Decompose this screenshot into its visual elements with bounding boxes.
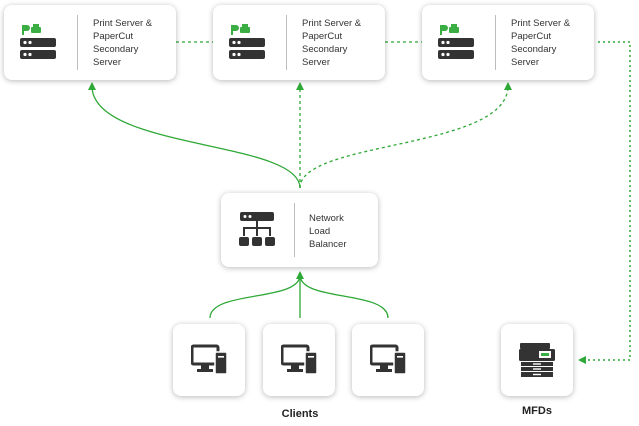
- print-server-icon: [20, 24, 56, 59]
- desktop-computer-icon: [281, 344, 318, 375]
- card-divider: [77, 15, 78, 70]
- card-divider: [286, 15, 287, 70]
- card-divider: [294, 203, 295, 257]
- print-server-icon: [438, 24, 474, 59]
- nlb-to-server-1-line: [88, 82, 301, 189]
- card-divider: [495, 15, 496, 70]
- nlb-to-server-3-line: [299, 82, 512, 189]
- mfd-card: [501, 324, 573, 396]
- clients-caption: Clients: [281, 408, 319, 420]
- client-card-1: [173, 324, 245, 396]
- client-card-3: [352, 324, 424, 396]
- client-card-2: [263, 324, 335, 396]
- desktop-computer-icon: [191, 344, 228, 375]
- client-3-to-nlb-line: [299, 274, 389, 319]
- desktop-computer-icon: [370, 344, 407, 375]
- server-3-to-mfd-line: [578, 41, 631, 364]
- client-1-to-nlb-line: [209, 274, 301, 319]
- print-server-icon: [229, 24, 265, 59]
- multifunction-printer-icon: [519, 343, 555, 377]
- load-balancer-icon: [239, 212, 275, 246]
- mfds-caption: MFDs: [522, 405, 552, 417]
